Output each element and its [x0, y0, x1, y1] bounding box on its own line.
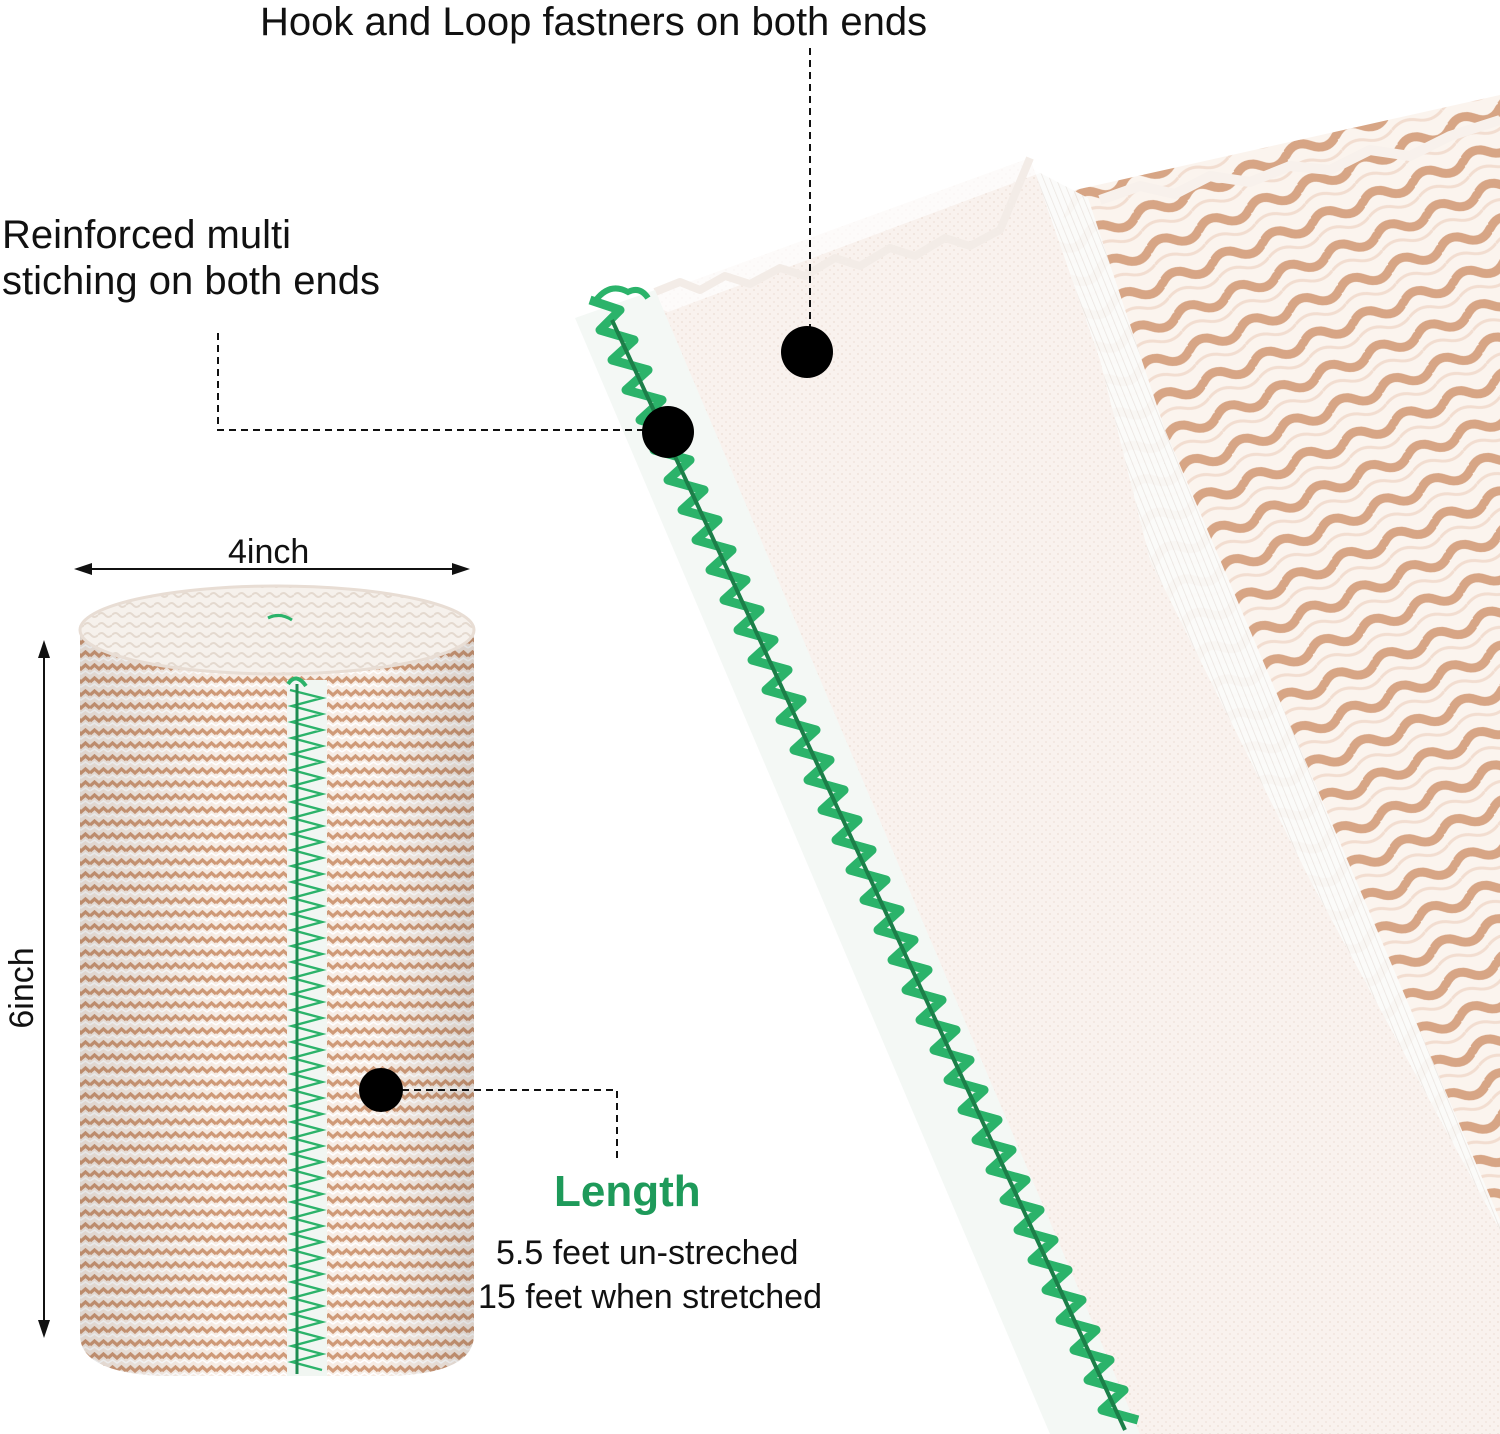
reinforced-stitching-line-2: stiching on both ends [2, 259, 381, 303]
height-label: 6inch [3, 947, 41, 1029]
width-label: 4inch [228, 533, 310, 571]
length-marker-dot [359, 1068, 403, 1112]
hook-loop-leader [781, 48, 833, 378]
roll-stitch-seam [286, 676, 327, 1376]
rolled-bandage-photo [78, 584, 476, 1376]
length-unstretched: 5.5 feet un-streched [496, 1234, 799, 1272]
height-dimension-arrow [38, 640, 50, 1338]
roll-top-face [80, 586, 474, 674]
length-title: Length [554, 1167, 701, 1216]
hook-loop-marker-dot [781, 326, 833, 378]
unrolled-bandage-photo [575, 95, 1500, 1434]
reinforced-stitching-line-1: Reinforced multi [2, 213, 292, 257]
stitching-marker-dot [642, 406, 694, 458]
length-leader [359, 1068, 618, 1162]
hook-loop-strip [640, 158, 1500, 1434]
width-dimension-arrow [74, 563, 470, 575]
reinforced-stitching-callout: Reinforced multi stiching on both ends [2, 212, 380, 304]
length-stretched: 15 feet when stretched [478, 1278, 823, 1316]
stitching-leader [217, 333, 694, 458]
hook-loop-callout: Hook and Loop fastners on both ends [260, 0, 928, 44]
green-stitch-edge [575, 285, 1140, 1434]
